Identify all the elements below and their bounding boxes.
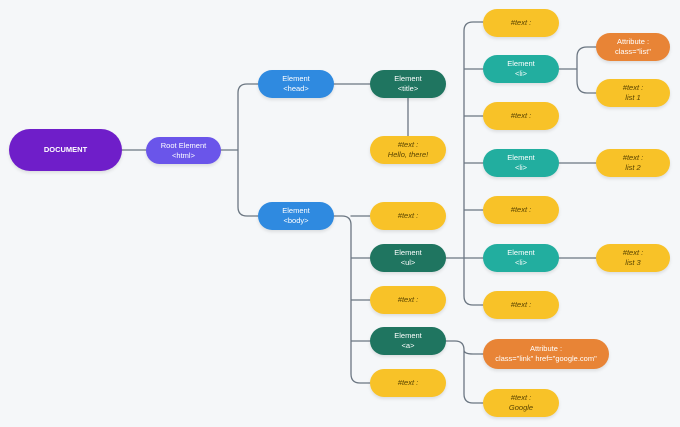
a-element-tag: <a>	[401, 341, 415, 350]
root-element-node: Root Element <html>	[146, 137, 221, 164]
li-3-label: Element	[507, 248, 535, 257]
body-text-node-3: #text :	[370, 369, 446, 397]
ul-text-node-4: #text :	[483, 291, 559, 319]
body-element-tag: <body>	[283, 216, 309, 225]
body-text-node-2: #text :	[370, 286, 446, 314]
li-1-attribute-node: Attribute : class="list"	[596, 33, 670, 61]
head-element-tag: <head>	[283, 84, 309, 93]
connector-a-children	[445, 340, 484, 404]
ul-text-3-label: #text :	[510, 205, 532, 214]
body-text-3-label: #text :	[397, 378, 419, 387]
li-1-tag: <li>	[514, 69, 528, 78]
connector-root-children	[220, 83, 259, 217]
li-1-attribute-value: class="list"	[615, 47, 651, 56]
ul-text-1-label: #text :	[510, 18, 532, 27]
connector-body-children	[333, 215, 371, 384]
ul-element-label: Element	[394, 248, 422, 257]
head-element-label: Element	[282, 74, 310, 83]
title-element-label: Element	[394, 74, 422, 83]
root-element-tag: <html>	[172, 150, 195, 160]
title-element-node: Element <title>	[370, 70, 446, 98]
a-text-label: #text :	[510, 393, 532, 402]
a-text-value: Google	[508, 403, 534, 412]
li-3-tag: <li>	[514, 258, 528, 267]
connector-li1-children	[558, 46, 597, 94]
body-text-node-1: #text :	[370, 202, 446, 230]
ul-text-node-3: #text :	[483, 196, 559, 224]
title-text-label: #text :	[397, 140, 419, 149]
ul-text-node-2: #text :	[483, 102, 559, 130]
ul-element-node: Element <ul>	[370, 244, 446, 272]
li-1-text-value: list 1	[625, 93, 641, 102]
li-2-text-node: #text : list 2	[596, 149, 670, 177]
li-1-attribute-label: Attribute :	[616, 37, 650, 46]
a-text-node: #text : Google	[483, 389, 559, 417]
li-3-text-value: list 3	[625, 258, 641, 267]
body-text-1-label: #text :	[397, 211, 419, 220]
body-text-2-label: #text :	[397, 295, 419, 304]
a-attribute-node: Attribute : class="link" href="google.co…	[483, 339, 609, 369]
ul-element-tag: <ul>	[400, 258, 416, 267]
li-1-label: Element	[507, 59, 535, 68]
a-attribute-label: Attribute :	[529, 344, 563, 353]
li-element-node-1: Element <li>	[483, 55, 559, 83]
document-node: DOCUMENT	[9, 129, 122, 171]
li-2-label: Element	[507, 153, 535, 162]
title-text-node: #text : Hello, there!	[370, 136, 446, 164]
li-1-text-node: #text : list 1	[596, 79, 670, 107]
li-element-node-2: Element <li>	[483, 149, 559, 177]
document-label: DOCUMENT	[43, 145, 88, 154]
li-2-tag: <li>	[514, 163, 528, 172]
connector-ul-children	[445, 21, 484, 306]
body-element-node: Element <body>	[258, 202, 334, 230]
a-element-label: Element	[394, 331, 422, 340]
title-element-tag: <title>	[397, 84, 419, 93]
li-element-node-3: Element <li>	[483, 244, 559, 272]
ul-text-node-1: #text :	[483, 9, 559, 37]
a-element-node: Element <a>	[370, 327, 446, 355]
ul-text-2-label: #text :	[510, 111, 532, 120]
li-1-text-label: #text :	[622, 83, 644, 92]
title-text-value: Hello, there!	[387, 150, 429, 159]
li-3-text-node: #text : list 3	[596, 244, 670, 272]
head-element-node: Element <head>	[258, 70, 334, 98]
a-attribute-value: class="link" href="google.com"	[495, 354, 597, 363]
body-element-label: Element	[282, 206, 310, 215]
root-element-label: Root Element	[160, 140, 207, 150]
li-2-text-label: #text :	[622, 153, 644, 162]
li-3-text-label: #text :	[622, 248, 644, 257]
li-2-text-value: list 2	[625, 163, 641, 172]
ul-text-4-label: #text :	[510, 300, 532, 309]
